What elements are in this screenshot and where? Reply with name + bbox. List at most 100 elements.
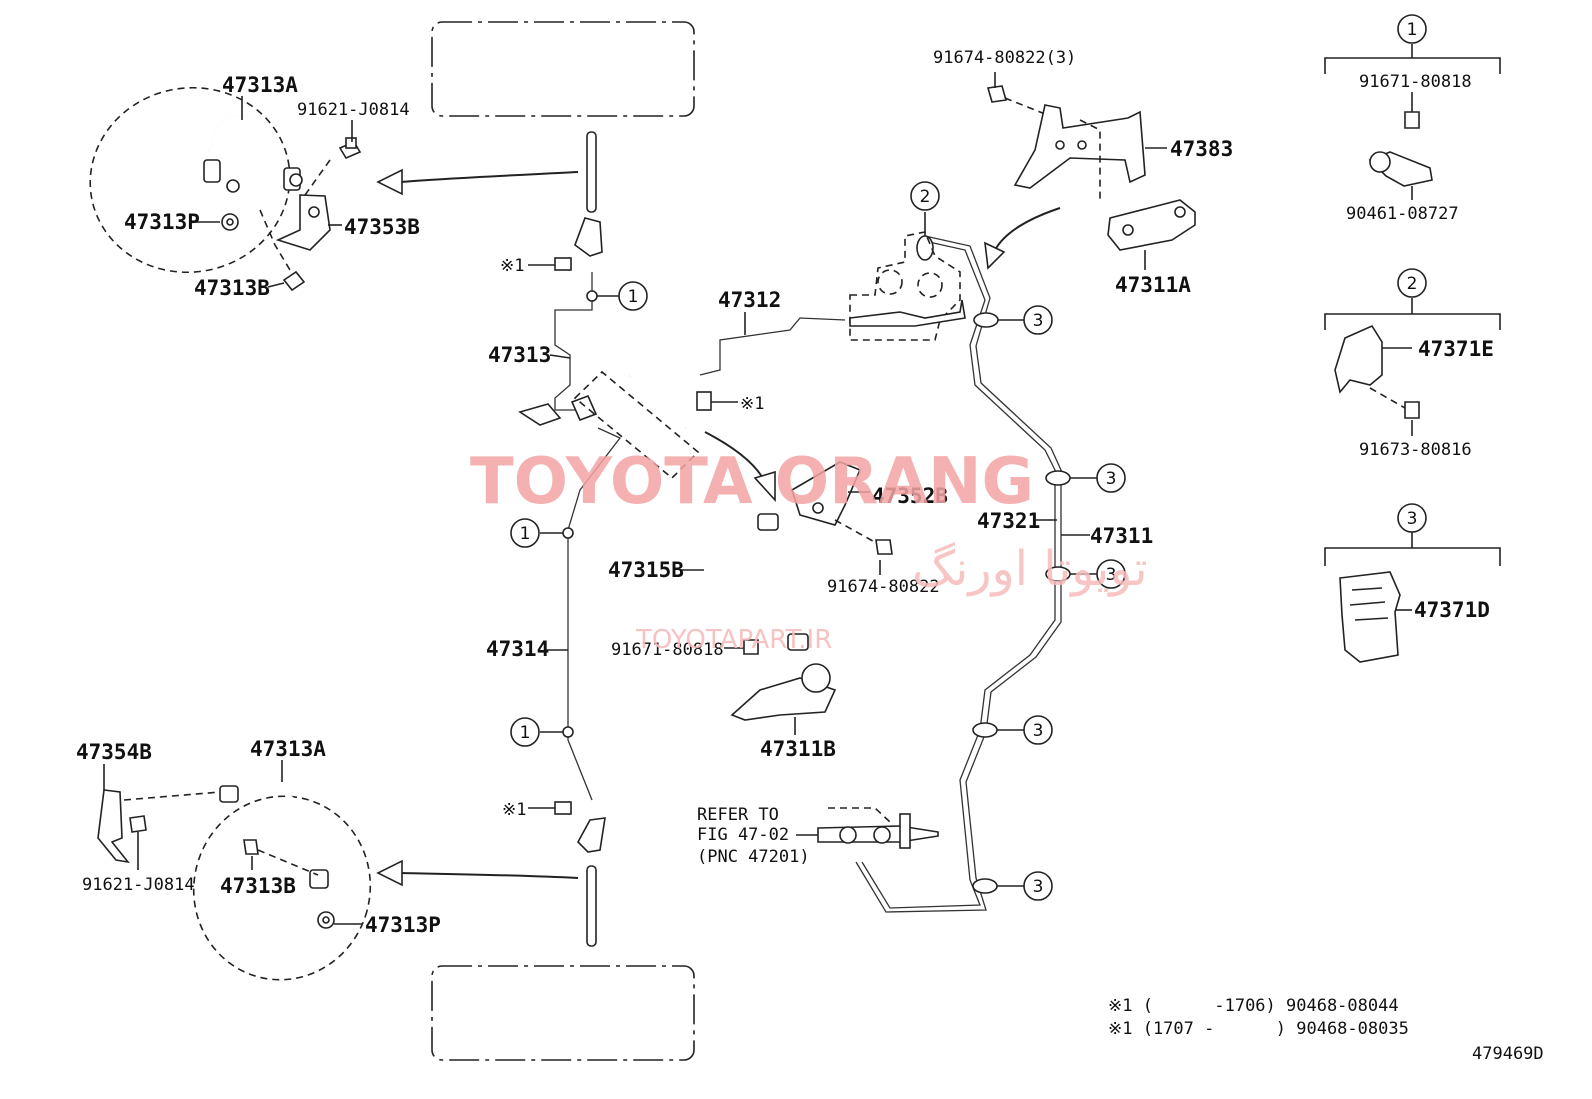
clip-bottom — [554, 801, 572, 815]
label-47313A-top: 47313A — [222, 73, 298, 97]
callout-c3-2: 3 — [1096, 463, 1126, 493]
bolt-91671-mid — [743, 639, 759, 655]
tube-47312-upper — [629, 372, 689, 430]
bracket-top-axle — [574, 217, 603, 257]
tube-47312-line — [699, 317, 846, 376]
svg-text:3: 3 — [1033, 311, 1044, 331]
note-1: ※1 ( -1706) 90468-08044 — [1108, 996, 1399, 1016]
tube-joint-top — [586, 290, 598, 302]
arrow-head-top — [376, 168, 403, 196]
clip-marker-bottom: ※1 — [502, 800, 526, 820]
bracket-47353B — [275, 194, 331, 251]
bracket-bottom-axle — [577, 817, 606, 853]
clamp-c3-5 — [972, 878, 998, 894]
rear-axle-tube — [586, 865, 597, 947]
label-47313A-bottom: 47313A — [250, 737, 326, 761]
label-47353B: 47353B — [344, 215, 420, 239]
note-2: ※1 (1707 - ) 90468-08035 — [1108, 1019, 1409, 1039]
bolt-91674-mid — [875, 539, 893, 555]
leader-47313 — [549, 354, 571, 359]
svg-text:3: 3 — [1106, 469, 1117, 489]
tube-47312-elbow — [687, 349, 740, 380]
clamp-c3-2 — [1045, 470, 1071, 486]
label-91674-mid: 91674-80822 — [827, 577, 940, 597]
bracket-47352B — [791, 461, 862, 526]
label-47311A: 47311A — [1115, 273, 1191, 297]
label-47352B: 47352B — [872, 484, 948, 508]
label-91621-bottom: 91621-J0814 — [82, 875, 195, 895]
refer-line-3: (PNC 47201) — [697, 847, 810, 867]
label-47311: 47311 — [1090, 524, 1153, 548]
bracket-47313 — [518, 394, 598, 426]
legend-group-2 — [1324, 298, 1501, 436]
detail-ellipse-bottom — [192, 795, 372, 981]
callout-c3-4: 3 — [1023, 715, 1053, 745]
rear-wheel-box — [431, 965, 695, 1061]
arrow-left-bottom — [399, 872, 579, 879]
dash-box-47313 — [573, 370, 700, 480]
clip-marker-center: ※1 — [740, 394, 764, 414]
watermark-site: TOYOTAPART.IR — [635, 625, 832, 655]
svg-text:1: 1 — [1407, 20, 1418, 40]
svg-text:3: 3 — [1033, 721, 1044, 741]
svg-text:3: 3 — [1106, 565, 1117, 585]
clip-47313P-top — [221, 213, 239, 231]
dash-47313B-bottom — [257, 849, 319, 876]
watermark-brand: TOYOTA ORANG — [470, 445, 1034, 519]
bolt-91621-top — [338, 137, 362, 160]
label-47312: 47312 — [718, 288, 781, 312]
arrow-head-right-top — [984, 241, 1006, 270]
label-47313P-bottom: 47313P — [365, 913, 441, 937]
dash-47313B-top — [259, 209, 291, 271]
detail-ellipse-top — [89, 86, 291, 274]
watermark-brand-fa: تویوتا اورنگ — [912, 541, 1148, 597]
clamp-c3-4 — [972, 722, 998, 738]
clamp-c3-1 — [973, 312, 999, 328]
clip-47313P-bottom — [317, 911, 335, 929]
label-47311B: 47311B — [760, 737, 836, 761]
bracket-47311B — [730, 663, 837, 721]
legend-3-part-a: 47371D — [1414, 598, 1490, 622]
callout-c1-mid2: 1 — [510, 717, 540, 747]
label-47321: 47321 — [977, 509, 1040, 533]
legend-group-3 — [1324, 532, 1501, 663]
label-47313: 47313 — [488, 343, 551, 367]
svg-text:1: 1 — [520, 524, 531, 544]
callout-c1-top: 1 — [618, 281, 648, 311]
frame-bracket-assembly — [849, 231, 966, 341]
dash-47354B — [123, 791, 221, 801]
dash-47353B — [304, 159, 331, 196]
arrow-left-top — [399, 171, 579, 183]
dash-91674-mid — [834, 519, 881, 546]
callout-c3-5: 3 — [1023, 871, 1053, 901]
svg-text:1: 1 — [628, 287, 639, 307]
legend-1-part-b: 90461-08727 — [1346, 204, 1459, 224]
legend-callout-3: 3 — [1397, 503, 1427, 533]
refer-line-2: FIG 47-02 — [697, 825, 789, 845]
arrow-right-top — [994, 207, 1061, 251]
bolt-91674-top — [986, 85, 1008, 103]
arrow-head-bottom — [376, 859, 403, 887]
svg-text:2: 2 — [920, 187, 931, 207]
callout-c3-1: 3 — [1023, 305, 1053, 335]
refer-line-1: REFER TO — [697, 805, 779, 825]
svg-text:2: 2 — [1407, 274, 1418, 294]
figure-id: 479469D — [1472, 1044, 1544, 1064]
hose-47313A-top — [203, 114, 303, 193]
bolt-91621-bottom — [129, 815, 147, 833]
bolt-47313B-top — [282, 270, 306, 292]
label-47313B-bottom: 47313B — [220, 874, 296, 898]
clip-center — [696, 391, 712, 411]
label-47313P-top: 47313P — [124, 210, 200, 234]
label-47383: 47383 — [1170, 137, 1233, 161]
legend-2-part-b: 91673-80816 — [1359, 440, 1472, 460]
legend-1-part-a: 91671-80818 — [1359, 72, 1472, 92]
legend-callout-1: 1 — [1397, 14, 1427, 44]
clip-marker-top: ※1 — [500, 256, 524, 276]
dash-91674-top — [1004, 97, 1056, 119]
tube-joint-mid2 — [562, 726, 574, 738]
svg-text:3: 3 — [1033, 877, 1044, 897]
arrow-head-center — [753, 470, 776, 503]
legend-2-part-a: 47371E — [1418, 337, 1494, 361]
label-91621-top: 91621-J0814 — [297, 100, 410, 120]
